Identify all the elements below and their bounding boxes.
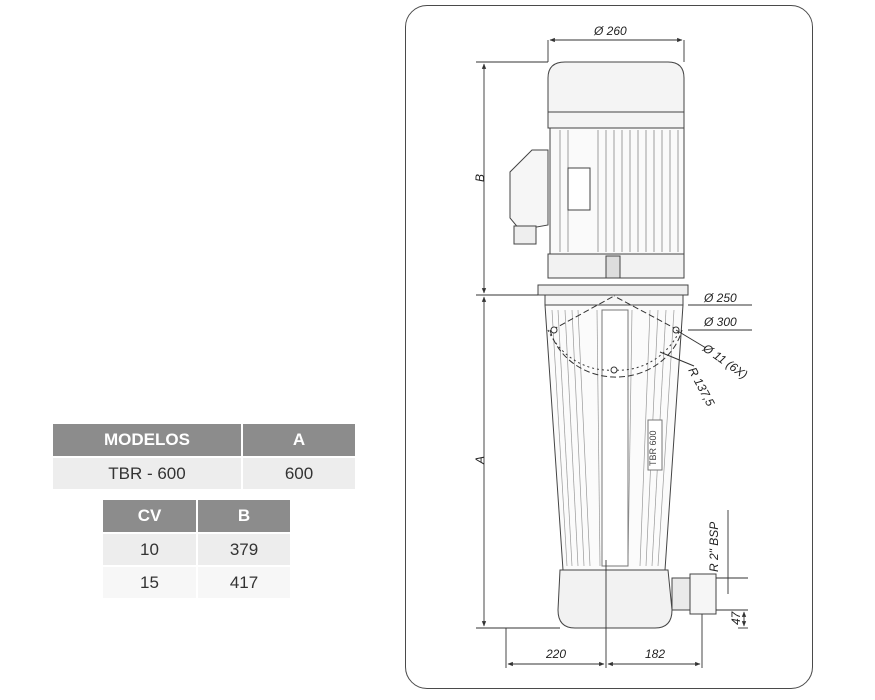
cv-cell: 10 — [103, 534, 196, 565]
motor-fan-cover — [547, 61, 685, 129]
dim-left: 220 — [545, 647, 566, 661]
table-row: TBR - 600 600 — [53, 458, 355, 489]
bolt-circle-arc — [549, 329, 683, 378]
table-row: 10 379 — [103, 534, 290, 565]
a-value-cell: 600 — [243, 458, 355, 489]
a-header: A — [243, 424, 355, 456]
cv-header: CV — [103, 500, 196, 532]
name-plate — [567, 167, 591, 211]
dim-radius: R 137,5 — [685, 365, 717, 409]
pump-base — [557, 569, 673, 629]
dim-flange-300: Ø 300 — [703, 315, 737, 329]
b-value-cell: 379 — [198, 534, 290, 565]
terminal-box — [509, 149, 549, 231]
dim-b-label: B — [473, 174, 487, 182]
dim-a-label: A — [473, 456, 487, 465]
power-table: CV B 10 379 15 417 — [101, 498, 292, 600]
body-label: TBR 600 — [648, 430, 658, 466]
cv-cell: 15 — [103, 567, 196, 598]
dim-right: 182 — [645, 647, 665, 661]
b-header: B — [198, 500, 290, 532]
dim-holes: Ø 11 (6X) — [699, 340, 750, 381]
dim-flange-250: Ø 250 — [703, 291, 737, 305]
model-cell: TBR - 600 — [53, 458, 241, 489]
dim-outlet: R 2" BSP — [707, 522, 721, 572]
models-header: MODELOS — [53, 424, 241, 456]
b-value-cell: 417 — [198, 567, 290, 598]
mounting-plate — [537, 284, 689, 296]
table-row: 15 417 — [103, 567, 290, 598]
dim-motor-diameter: Ø 260 — [593, 24, 627, 38]
models-table: MODELOS A TBR - 600 600 — [51, 422, 357, 491]
dim-offset: 47 — [729, 610, 743, 625]
drawing-frame — [405, 5, 813, 689]
